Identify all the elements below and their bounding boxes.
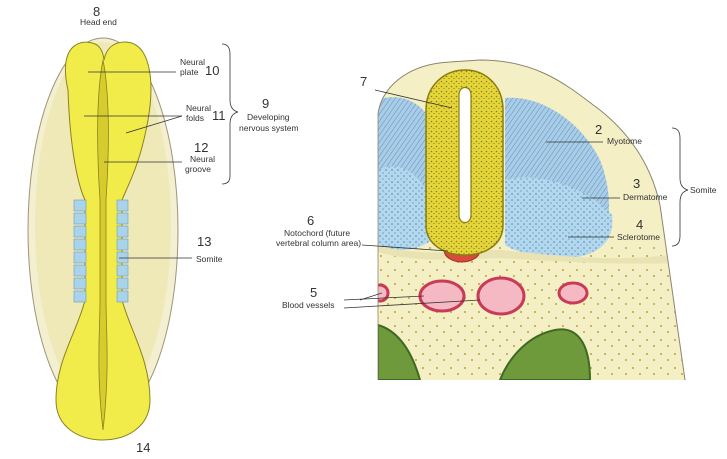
label-9-number: 9 — [262, 96, 269, 111]
label-neural-folds-line1: Neural — [186, 103, 211, 113]
label-12-number: 12 — [194, 140, 208, 155]
label-neural-folds-line2: folds — [186, 113, 204, 123]
embryo-cross-section — [370, 55, 700, 385]
label-head-end: Head end — [80, 17, 117, 27]
label-myotome: Myotome — [607, 136, 642, 146]
label-neural-groove-line2: groove — [185, 164, 211, 174]
label-developing-line2: nervous system — [239, 123, 299, 133]
label-4-number: 4 — [636, 217, 643, 232]
label-sclerotome: Sclerotome — [617, 232, 660, 242]
label-5-number: 5 — [310, 285, 317, 300]
label-10-number: 10 — [205, 63, 219, 78]
label-developing-line1: Developing — [247, 112, 290, 122]
label-2-number: 2 — [595, 122, 602, 137]
label-somite-right: Somite — [690, 185, 717, 195]
label-7-number: 7 — [360, 74, 367, 89]
label-11-number: 11 — [212, 108, 226, 123]
blood-vessel-2 — [478, 278, 524, 314]
label-neural-plate-line1: Neural — [180, 57, 205, 67]
label-3-number: 3 — [633, 176, 640, 191]
label-neural-groove-line1: Neural — [190, 154, 215, 164]
blood-vessel-3 — [559, 283, 587, 303]
label-somite-left: Somite — [196, 254, 223, 264]
label-6-number: 6 — [307, 213, 314, 228]
label-neural-plate-line2: plate — [180, 67, 199, 77]
blood-vessel-1 — [420, 281, 464, 311]
label-notochord-line2: vertebral column area) — [276, 238, 361, 248]
neural-canal — [459, 88, 471, 223]
embryo-dorsal-view — [28, 38, 178, 440]
label-14-number: 14 — [136, 440, 150, 455]
label-blood-vessels: Blood vessels — [282, 300, 334, 310]
label-dermatome: Dermatome — [623, 192, 668, 202]
label-13-number: 13 — [197, 234, 211, 249]
label-notochord-line1: Notochord (future — [284, 228, 350, 238]
